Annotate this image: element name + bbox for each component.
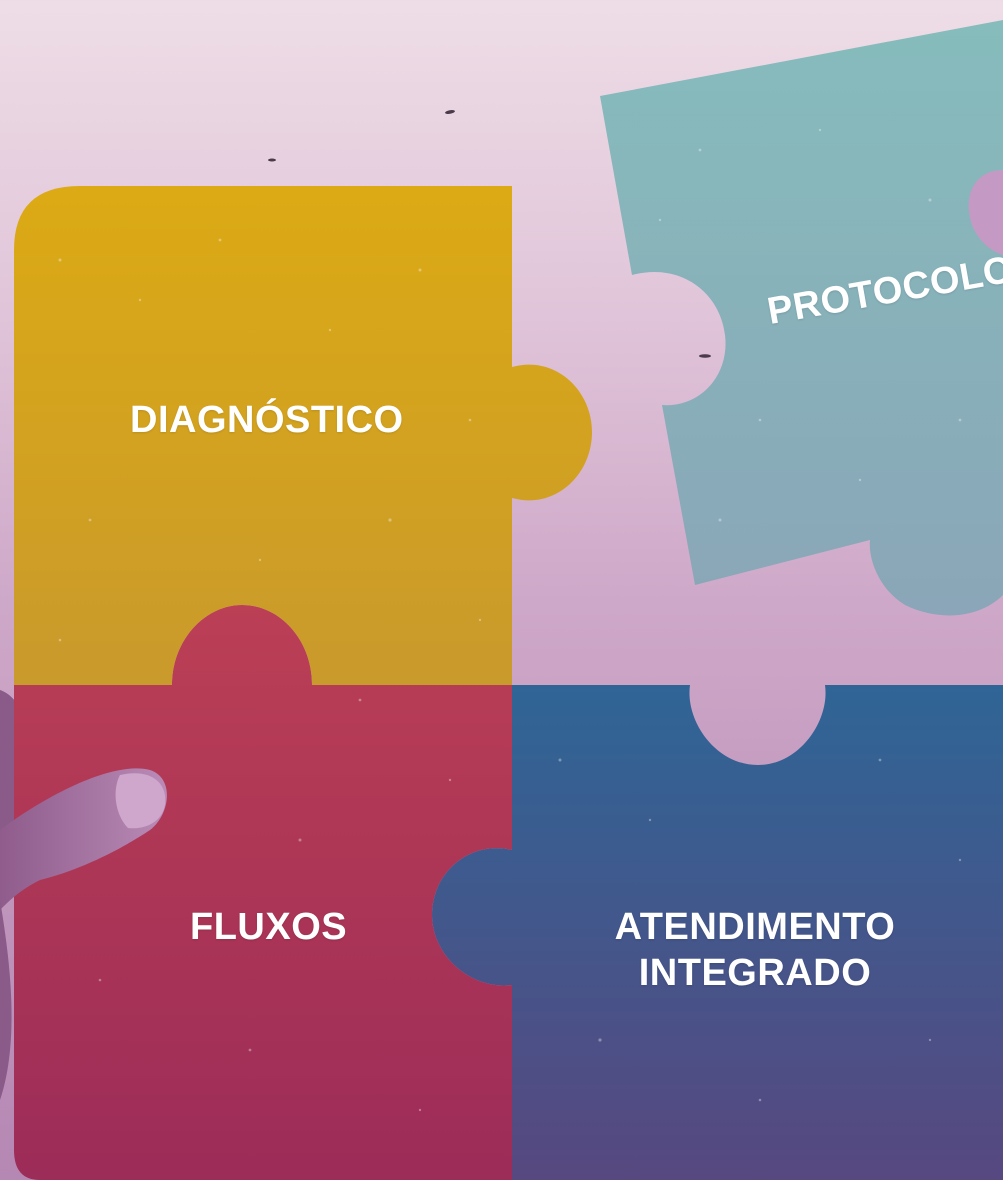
label-atendimento-integrado: ATENDIMENTO INTEGRADO — [595, 905, 915, 996]
puzzle-piece-fluxos — [14, 605, 512, 1180]
speckle-texture — [58, 128, 962, 1112]
label-atendimento-line2: INTEGRADO — [638, 951, 872, 994]
label-fluxos: FLUXOS — [190, 906, 348, 948]
puzzle-piece-atendimento — [432, 685, 1003, 1180]
label-atendimento-line1: ATENDIMENTO — [614, 906, 896, 948]
confetti-bits — [268, 110, 711, 358]
right-thumb — [968, 170, 1003, 255]
puzzle-piece-protocolos — [600, 20, 1003, 616]
left-hand-thumb — [0, 768, 167, 1100]
label-diagnostico: DIAGNÓSTICO — [130, 399, 404, 441]
puzzle-piece-diagnostico — [14, 186, 592, 685]
